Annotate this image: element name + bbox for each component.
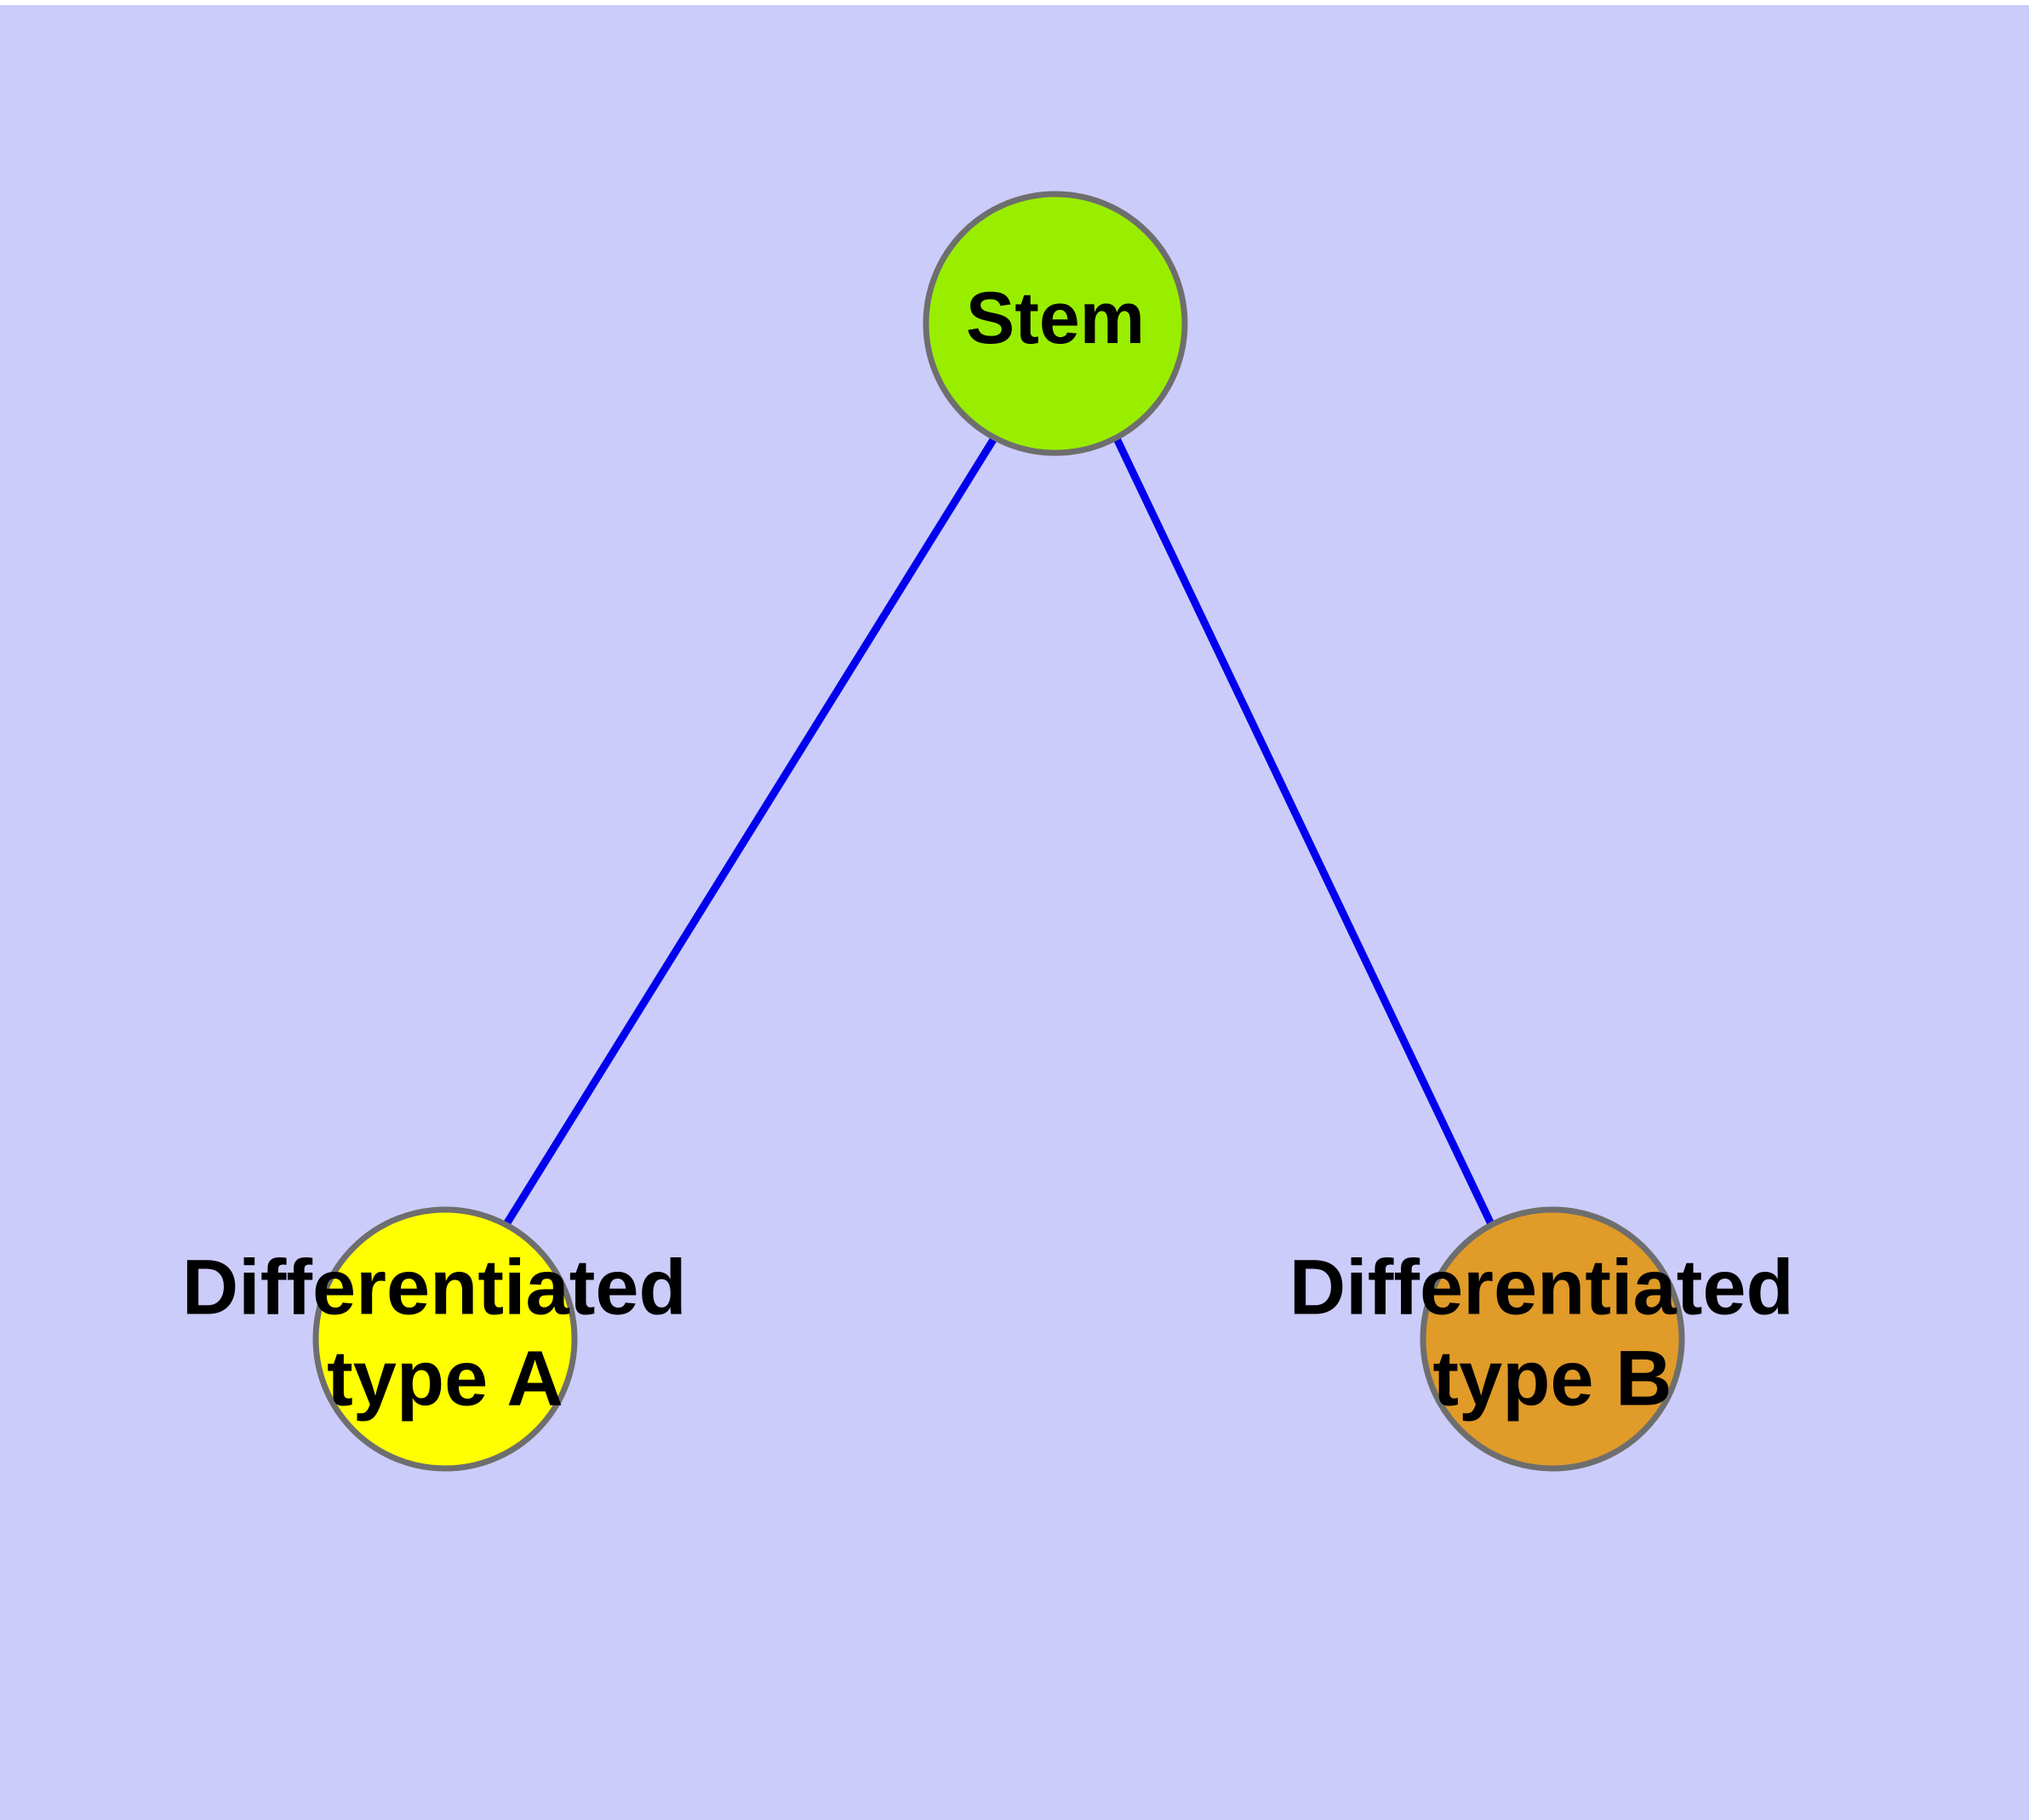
graph-svg: Stem Differentiated type A Differentiate… — [182, 191, 1816, 1472]
node-layer — [312, 191, 1685, 1472]
node-diff-b-label: Differentiated type B — [1289, 1245, 1816, 1422]
node-stem-label-line-1: Stem — [966, 278, 1145, 359]
node-stem-circle[interactable] — [923, 191, 1188, 456]
edge-layer — [503, 436, 1495, 1227]
edge-stem-to-diff-a[interactable] — [503, 436, 997, 1227]
label-layer: Stem Differentiated type A Differentiate… — [182, 278, 1816, 1422]
graph-surface: Stem Differentiated type A Differentiate… — [0, 5, 2029, 1820]
node-stem-label: Stem — [966, 278, 1145, 359]
node-diff-a-label-line-1: Differentiated — [182, 1245, 687, 1331]
edge-stem-to-diff-b[interactable] — [1112, 437, 1495, 1226]
node-diff-a-label-line-2: type A — [327, 1336, 563, 1422]
node-diff-b-label-line-2: type B — [1432, 1336, 1672, 1422]
node-diff-a-circle[interactable] — [312, 1206, 578, 1472]
node-diff-b-circle[interactable] — [1420, 1206, 1685, 1472]
node-diff-a-label: Differentiated type A — [182, 1245, 709, 1422]
node-diff-b-label-line-1: Differentiated — [1289, 1245, 1794, 1331]
